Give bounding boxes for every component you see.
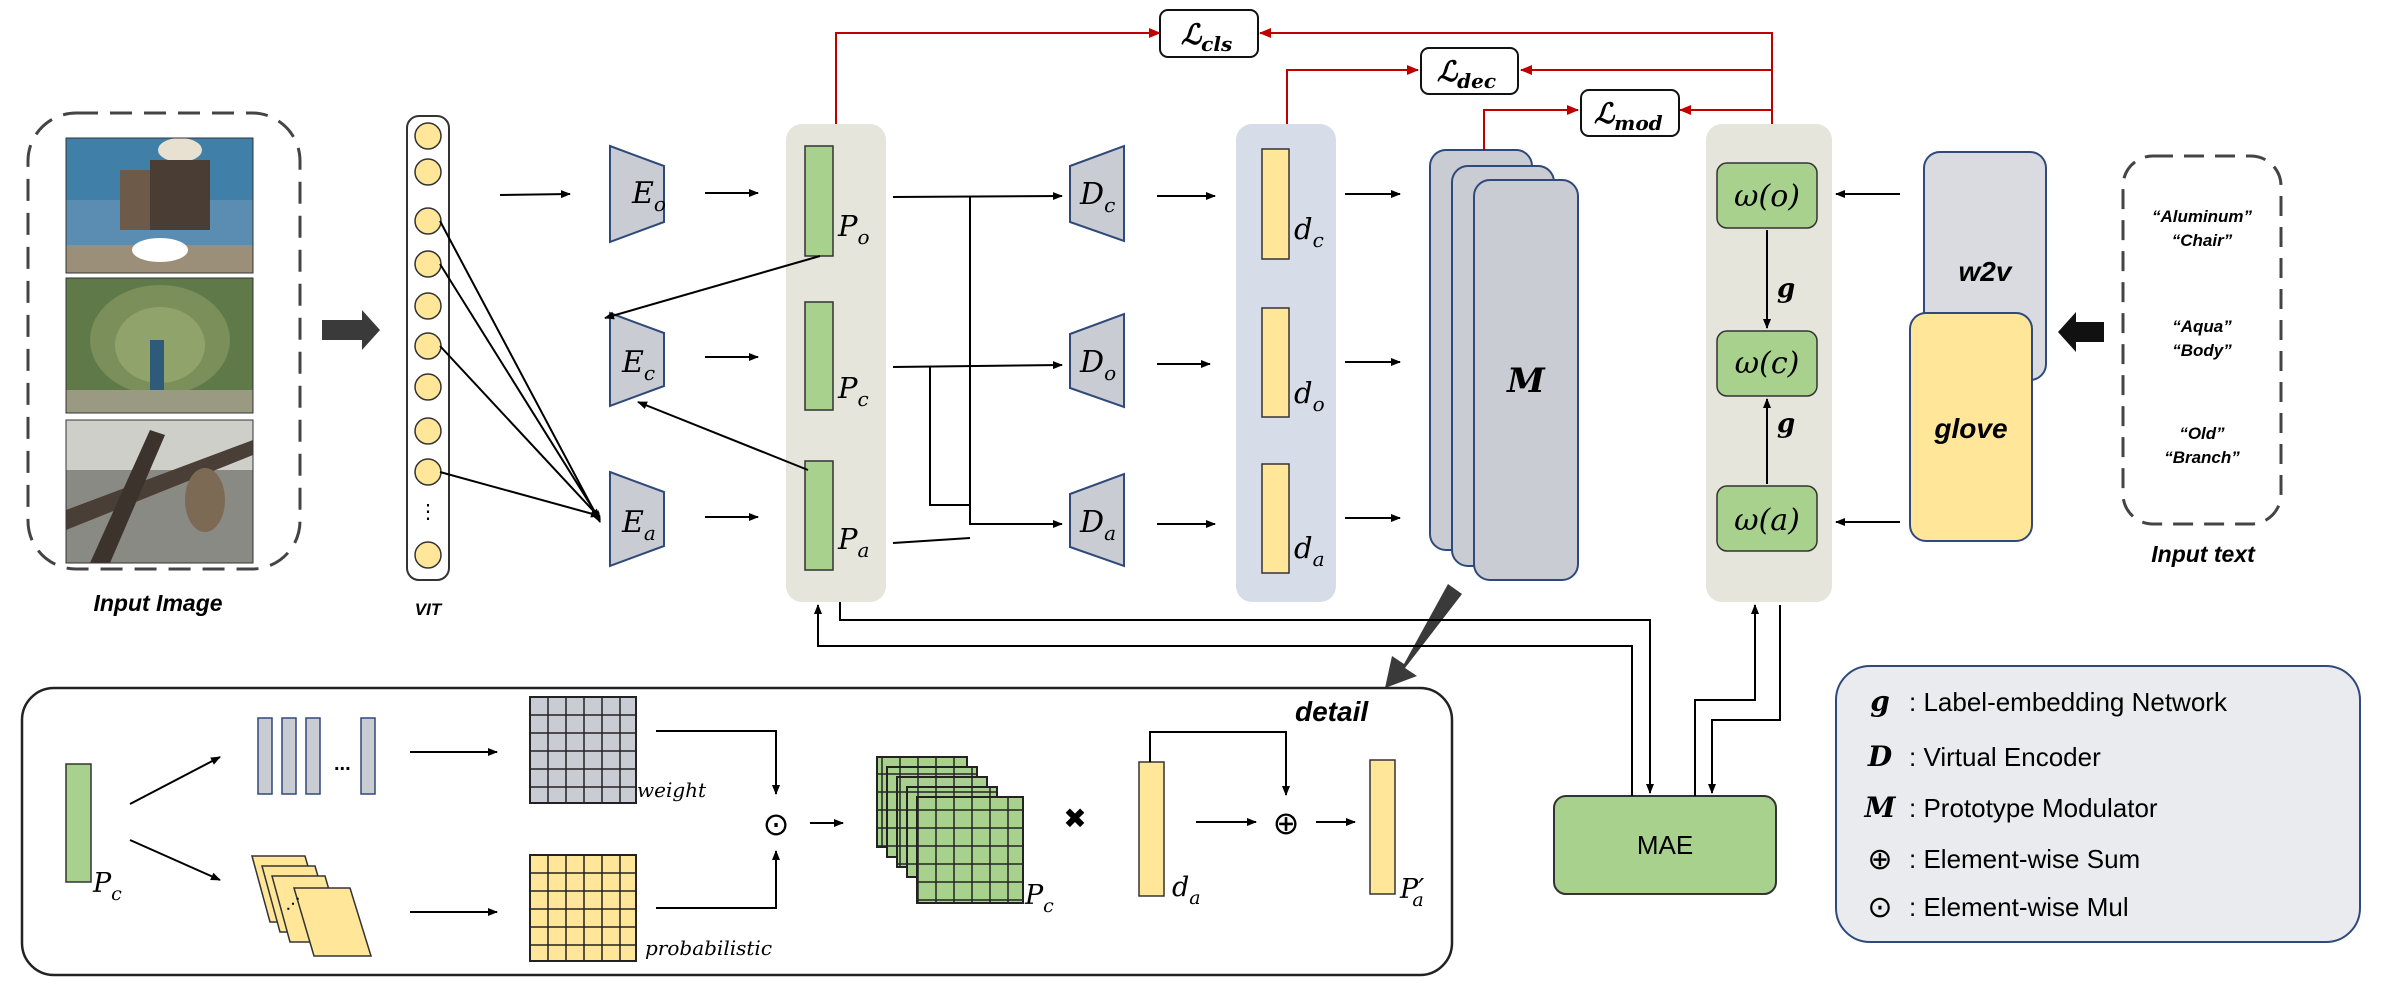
vit-connectors bbox=[439, 190, 601, 523]
elementwise-mul-symbol: ⊙ bbox=[763, 806, 790, 842]
svg-text:dc: dc bbox=[1294, 212, 1324, 252]
svg-text:“Aluminum”: “Aluminum” bbox=[2152, 207, 2253, 226]
svg-text:Do: Do bbox=[1079, 345, 1116, 385]
encoder-ec: Ec bbox=[609, 311, 665, 408]
loss-mod-box: ℒmod bbox=[1580, 89, 1680, 137]
legend-symbol-mul: ⊙ bbox=[1867, 891, 1892, 924]
green-grid-stack bbox=[876, 756, 1024, 904]
elementwise-sum-symbol: ⊕ bbox=[1273, 805, 1300, 841]
legend-text-mul: : Element-wise Mul bbox=[1909, 892, 2129, 922]
feature-panel: dc do da bbox=[1236, 124, 1336, 602]
g-bottom-label: g bbox=[1777, 409, 1795, 439]
weight-grid bbox=[529, 696, 637, 804]
svg-text:Ea: Ea bbox=[621, 505, 656, 545]
svg-text:da: da bbox=[1294, 531, 1325, 571]
modulator-label: M bbox=[1506, 361, 1546, 401]
legend-symbol-d: D bbox=[1867, 740, 1893, 773]
svg-text:P′a: P′a bbox=[1399, 874, 1424, 911]
detail-arrow bbox=[1385, 584, 1462, 688]
legend-symbol-g: g bbox=[1870, 685, 1890, 718]
feature-da-bar bbox=[1261, 463, 1290, 574]
detail-panel: detail Pc ... ⋰ weight probabi bbox=[20, 686, 1454, 977]
probabilistic-grid bbox=[529, 854, 637, 962]
legend-text-d: : Virtual Encoder bbox=[1909, 742, 2101, 772]
node-omega-c: ω(c) bbox=[1735, 346, 1800, 381]
input-image-panel: Input Image bbox=[26, 111, 302, 616]
decoder-da: Da bbox=[1069, 472, 1125, 568]
legend-text-g: : Label-embedding Network bbox=[1909, 687, 2228, 717]
svg-text:MAE: MAE bbox=[1637, 830, 1693, 860]
feature-dc-bar bbox=[1261, 148, 1290, 260]
block-arrow-right bbox=[322, 310, 380, 350]
vit-ellipsis: ⋮ bbox=[418, 501, 438, 523]
photo-owl-branch bbox=[65, 419, 254, 564]
mae-block: MAE bbox=[1553, 795, 1777, 895]
prototype-to-decoder-lines bbox=[892, 192, 1063, 544]
vit-label: VIT bbox=[415, 600, 443, 619]
svg-text:Po: Po bbox=[837, 209, 870, 249]
multiply-symbol: ✖ bbox=[1063, 803, 1086, 834]
photo-beach-chair bbox=[65, 137, 254, 274]
svg-text:weight: weight bbox=[637, 778, 707, 802]
svg-text:“Aqua”: “Aqua” bbox=[2172, 317, 2232, 336]
legend-symbol-m: M bbox=[1864, 791, 1897, 824]
input-image-caption: Input Image bbox=[93, 590, 222, 616]
decoder-do: Do bbox=[1069, 312, 1125, 409]
svg-text:“Old”: “Old” bbox=[2179, 424, 2225, 443]
node-omega-o: ω(o) bbox=[1734, 179, 1800, 214]
loss-cls-box: ℒcls bbox=[1159, 9, 1259, 58]
legend-text-sum: : Element-wise Sum bbox=[1909, 844, 2140, 874]
node-omega-a: ω(a) bbox=[1734, 503, 1800, 538]
photo-peacock bbox=[65, 277, 254, 414]
svg-text:w2v: w2v bbox=[1959, 256, 2013, 287]
encoder-ea: Ea bbox=[609, 470, 665, 568]
prototype-pa-bar bbox=[804, 460, 834, 571]
input-text-panel: “Aluminum” “Chair” “Aqua” “Body” “Old” “… bbox=[2121, 154, 2283, 567]
svg-text:Dc: Dc bbox=[1079, 177, 1115, 217]
svg-text:Eo: Eo bbox=[631, 176, 666, 216]
feature-do-bar bbox=[1261, 307, 1290, 418]
vit-encoder: ⋮ VIT bbox=[406, 115, 450, 619]
legend-text-m: : Prototype Modulator bbox=[1909, 793, 2158, 823]
loss-dec-box: ℒdec bbox=[1420, 47, 1519, 95]
decoder-dc: Dc bbox=[1069, 144, 1125, 243]
prototype-po-bar bbox=[804, 145, 834, 257]
svg-text:Da: Da bbox=[1079, 505, 1116, 545]
svg-text:...: ... bbox=[334, 753, 351, 775]
prototype-modulator-stack: M bbox=[1429, 149, 1579, 581]
svg-text:glove: glove bbox=[1933, 413, 2007, 444]
svg-text:ℒmod: ℒmod bbox=[1594, 97, 1663, 135]
loss-routing bbox=[835, 28, 1773, 150]
g-top-label: g bbox=[1777, 274, 1795, 304]
prototype-pc-bar bbox=[804, 301, 834, 411]
mae-connections bbox=[814, 602, 1781, 796]
svg-text:⋰: ⋰ bbox=[286, 895, 300, 911]
weight-bars: ... bbox=[257, 717, 376, 795]
svg-text:Pc: Pc bbox=[1024, 880, 1054, 917]
svg-text:“Body”: “Body” bbox=[2172, 341, 2232, 360]
svg-text:Pc: Pc bbox=[837, 371, 869, 411]
encoder-eo: Eo bbox=[609, 144, 666, 244]
label-embedding-panel: ω(o) ω(c) ω(a) g g bbox=[1706, 124, 1832, 602]
svg-text:“Chair”: “Chair” bbox=[2172, 231, 2233, 250]
svg-text:probabilistic: probabilistic bbox=[645, 936, 772, 960]
svg-text:Pc: Pc bbox=[92, 868, 122, 905]
detail-title: detail bbox=[1295, 696, 1369, 727]
legend-symbol-sum: ⊕ bbox=[1867, 843, 1892, 876]
svg-text:Ec: Ec bbox=[621, 345, 655, 385]
svg-text:“Branch”: “Branch” bbox=[2164, 448, 2240, 467]
svg-text:do: do bbox=[1294, 376, 1325, 416]
block-arrow-left bbox=[2058, 312, 2104, 352]
glove-embedding: glove bbox=[1909, 312, 2033, 542]
probabilistic-sheets: ⋰ bbox=[251, 855, 373, 957]
prototype-panel: Po Pc Pa bbox=[786, 124, 886, 602]
svg-text:Pa: Pa bbox=[837, 522, 869, 562]
svg-text:ℒcls: ℒcls bbox=[1181, 18, 1232, 56]
input-text-caption: Input text bbox=[2151, 541, 2256, 567]
svg-text:da: da bbox=[1172, 872, 1201, 909]
legend-panel: g : Label-embedding Network D : Virtual … bbox=[1835, 665, 2361, 943]
svg-text:ℒdec: ℒdec bbox=[1437, 55, 1496, 93]
